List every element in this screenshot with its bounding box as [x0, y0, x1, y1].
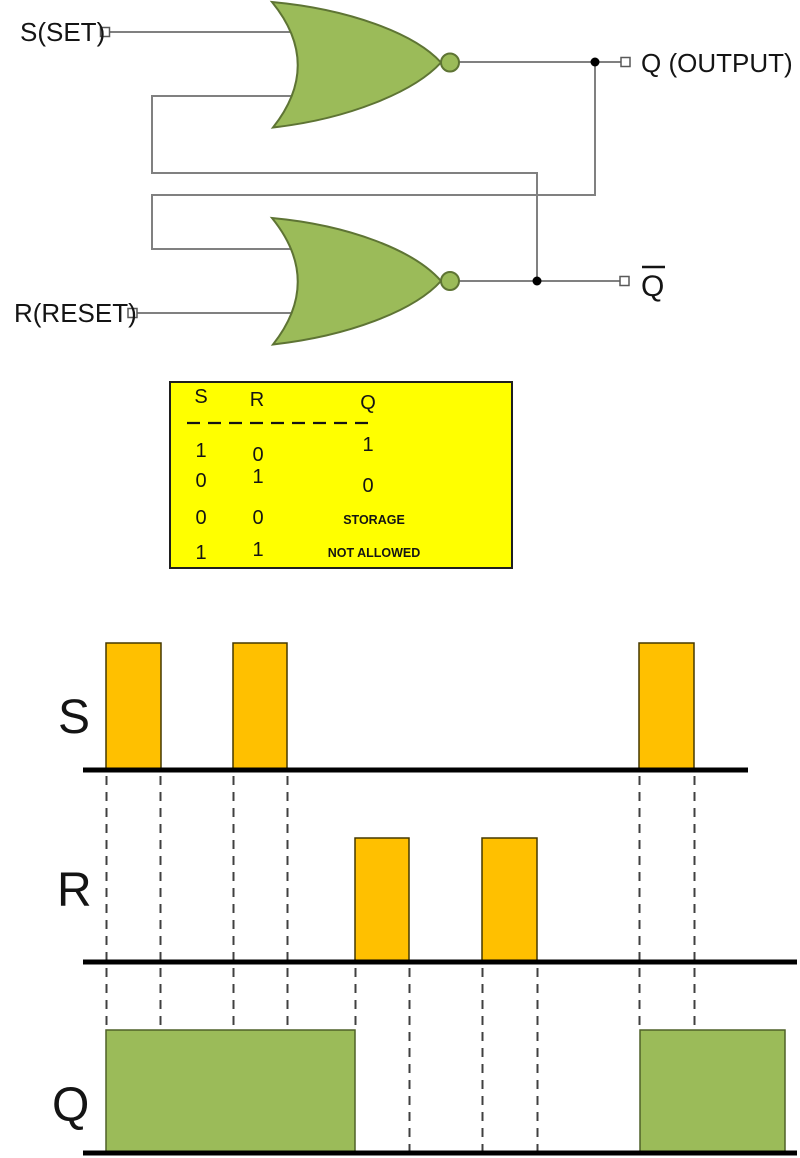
signal-label-r: R — [57, 864, 92, 917]
truth-table-header-q: Q — [360, 392, 376, 414]
nor-gate-top — [269, 0, 443, 129]
nor-gate-bottom — [269, 216, 443, 346]
tt-r1-s: 0 — [195, 470, 206, 492]
label-q-output: Q (OUTPUT) — [641, 48, 793, 78]
feedback-wire-qbar — [151, 95, 538, 281]
tt-r2-r: 0 — [252, 507, 263, 529]
tt-r0-q: 1 — [362, 434, 373, 456]
tt-r1-r: 1 — [252, 466, 263, 488]
truth-table-header-s: S — [194, 386, 207, 408]
label-s-input: S(SET) — [20, 17, 105, 47]
r-pulse — [481, 837, 538, 963]
tt-r3-q: NOT ALLOWED — [328, 546, 421, 560]
truth-table-bg — [169, 381, 513, 569]
tt-r3-r: 1 — [252, 539, 263, 561]
label-qbar-output: Q — [641, 270, 664, 303]
inverter-bubble-top — [440, 52, 460, 73]
terminal-square-s — [99, 26, 111, 38]
truth-table: S R Q 1 0 1 0 1 0 0 0 STORAGE 1 1 NOT AL… — [169, 381, 513, 569]
tt-r3-s: 1 — [195, 542, 206, 564]
tt-r2-s: 0 — [195, 507, 206, 529]
inverter-bubble-bottom — [440, 271, 460, 291]
junction-dot-q — [590, 57, 600, 67]
q-pulse — [105, 1029, 356, 1154]
terminal-square-qbar — [619, 275, 630, 287]
signal-label-s: S — [58, 691, 90, 744]
label-r-input: R(RESET) — [14, 298, 137, 328]
s-pulse — [232, 642, 288, 771]
tt-r2-q: STORAGE — [343, 513, 405, 527]
terminal-square-r — [127, 307, 138, 319]
truth-table-header-r: R — [250, 389, 264, 411]
feedback-wire-q — [151, 62, 596, 250]
junction-dot-qbar — [532, 276, 542, 286]
tt-r1-q: 0 — [362, 475, 373, 497]
tt-r0-r: 0 — [252, 444, 263, 466]
timing-diagram: S R Q — [52, 642, 797, 1156]
terminal-square-q — [620, 56, 631, 68]
s-pulse — [105, 642, 162, 771]
signal-label-q: Q — [52, 1079, 89, 1132]
s-pulse — [638, 642, 695, 771]
tt-r0-s: 1 — [195, 440, 206, 462]
q-pulse — [639, 1029, 786, 1154]
r-pulse — [354, 837, 410, 963]
